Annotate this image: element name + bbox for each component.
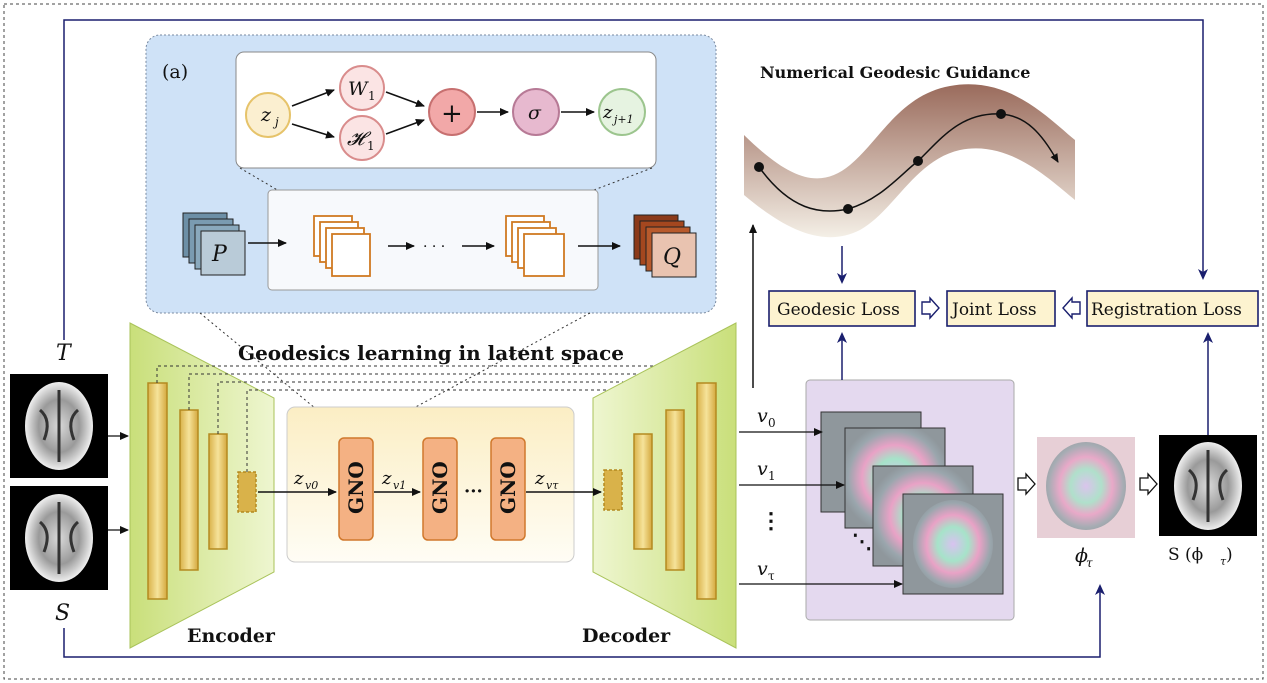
decoder-label: Decoder: [582, 625, 671, 647]
geodesic-point-4: [996, 109, 1006, 119]
warped-close: ): [1226, 545, 1233, 565]
arrow-t-registration: [63, 19, 1208, 340]
node-sigma-text: σ: [528, 102, 542, 124]
node-plus: [428, 88, 476, 136]
q-label: Q: [663, 245, 681, 270]
geodesic-loss-box: [768, 290, 916, 327]
node-w1-sub: 1: [368, 89, 376, 103]
zv1-sub: v1: [393, 479, 406, 492]
node-zj1-text: z: [602, 102, 613, 123]
node-zj-sub: j: [272, 115, 279, 129]
arrow-zj-h1: [291, 123, 335, 139]
input-stack-p: [182, 212, 246, 276]
p-label: P: [211, 242, 228, 267]
vt-text: v: [757, 558, 768, 580]
arrow-w1-plus: [385, 91, 425, 107]
outer-frame: [3, 3, 1264, 680]
warped-label: S (ϕ: [1168, 545, 1203, 565]
arrow-to-warped: [1139, 472, 1158, 496]
decoder-bar-1: [696, 382, 717, 600]
v-diag-dots: ⋱: [852, 529, 872, 553]
encoder-bar-1: [147, 382, 168, 600]
input-s-label: S: [55, 601, 70, 626]
joint-loss-label: Joint Loss: [950, 300, 1037, 320]
panel-a-label: (a): [162, 61, 188, 83]
decoder-bar-3: [633, 433, 653, 550]
encoder-label: Encoder: [187, 625, 276, 647]
encoder-bar-4: [237, 471, 257, 513]
node-zj-text: z: [260, 104, 272, 126]
v0-text: v: [757, 405, 768, 427]
node-h1-sub: 1: [367, 139, 375, 153]
deformation-phi-image: [1037, 437, 1135, 538]
geodesic-point-3: [913, 156, 923, 166]
warped-sub: τ: [1220, 555, 1227, 568]
zv0-sub: v0: [305, 479, 318, 492]
geodesic-band: [744, 84, 1075, 238]
geodesic-point-1: [754, 162, 764, 172]
node-w1: [339, 65, 385, 111]
gno-block-1: [338, 437, 374, 541]
phi-sub: τ: [1086, 556, 1093, 570]
vt-sub: τ: [768, 569, 775, 583]
gno-label-1: GNO: [344, 461, 368, 514]
geodesic-loss-label: Geodesic Loss: [777, 300, 900, 320]
feature-stack-2: [505, 215, 565, 277]
arrow-to-phi: [1017, 472, 1036, 496]
warped-image: [1159, 435, 1257, 536]
input-s-image: [10, 486, 108, 590]
decoder-bar-2: [665, 409, 685, 571]
zv1-text: z: [381, 468, 392, 489]
arrow-reg-joint: [1062, 296, 1081, 320]
arrow-geo-joint: [921, 296, 940, 320]
registration-loss-label: Registration Loss: [1091, 300, 1242, 320]
latent-title: Geodesics learning in latent space: [238, 341, 624, 365]
phi-label: ϕ: [1075, 545, 1088, 567]
node-zj1-sub: j+1: [611, 113, 634, 126]
zv0-text: z: [293, 468, 304, 489]
v-dots: ⋮: [760, 508, 782, 534]
encoder-bar-3: [208, 433, 228, 550]
output-stack-q: [633, 214, 697, 278]
geodesic-guidance-title: Numerical Geodesic Guidance: [760, 63, 1030, 82]
node-sigma: [512, 88, 560, 136]
zoom-gno-right: [359, 312, 591, 438]
zvt-sub: vτ: [546, 479, 559, 492]
node-zj1: [598, 88, 646, 136]
input-t-label: T: [56, 341, 73, 366]
node-h1: [339, 115, 385, 161]
node-plus-text: +: [441, 99, 463, 129]
input-t-image: [10, 374, 108, 478]
encoder-bar-2: [179, 409, 199, 571]
gno-label-2: GNO: [428, 461, 452, 514]
gno-block-2: [422, 437, 458, 541]
node-zj: [245, 92, 291, 138]
v1-sub: 1: [768, 469, 776, 483]
gno-block-3: [490, 437, 526, 541]
feature-stack-1: [313, 215, 371, 277]
v0-sub: 0: [768, 416, 776, 430]
joint-loss-box: [946, 290, 1056, 327]
arrow-zj-w1: [291, 89, 335, 107]
registration-loss-box: [1086, 290, 1259, 327]
arrow-h1-plus: [385, 119, 425, 135]
stack-ellipsis: · · ·: [423, 239, 445, 255]
zvt-text: z: [534, 468, 545, 489]
node-w1-text: W: [348, 78, 369, 100]
velocity-field-3: [902, 493, 1004, 595]
geodesic-point-2: [843, 204, 853, 214]
latent-dots: ···: [464, 481, 483, 502]
zoom-line-left: [239, 167, 326, 219]
arrow-s-phi: [63, 584, 1105, 658]
decoder-bar-4: [603, 469, 623, 511]
v1-text: v: [757, 458, 768, 480]
gno-label-3: GNO: [496, 461, 520, 514]
